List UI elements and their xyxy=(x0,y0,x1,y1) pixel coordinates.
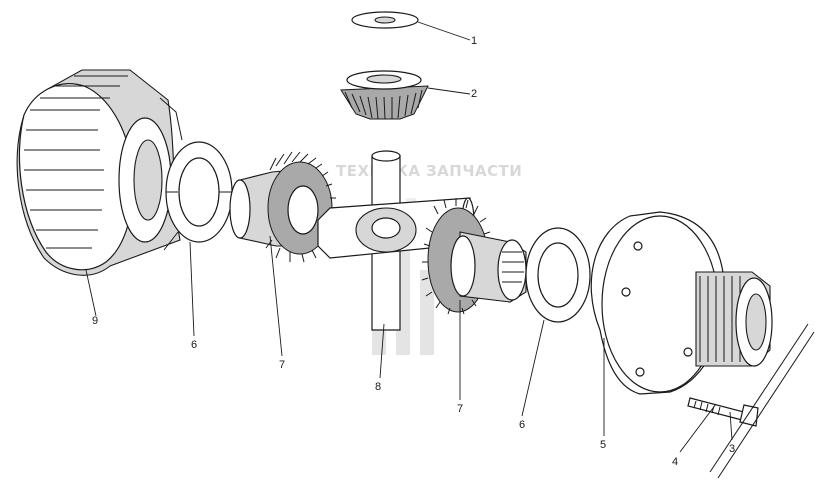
callout-3: 3 xyxy=(729,443,735,455)
callout-6-left: 6 xyxy=(191,339,197,351)
part-1-thrust-washer xyxy=(351,11,419,29)
leader-6a xyxy=(189,241,195,337)
part-9-ring-gear xyxy=(16,69,183,276)
callout-1: 1 xyxy=(471,35,477,47)
leader-2 xyxy=(427,87,471,95)
leader-1 xyxy=(417,21,471,41)
part-7-side-gear-left xyxy=(229,151,337,263)
part-2-pinion-gear xyxy=(340,70,429,120)
watermark-brand-right: ЗАПЧАСТИ xyxy=(426,162,522,180)
callout-7-left: 7 xyxy=(279,359,285,371)
callouts: 1 2 3 4 5 6 6 7 7 8 9 xyxy=(92,35,735,468)
part-7-side-gear-right xyxy=(421,198,527,315)
part-3-lock-plate xyxy=(709,323,815,479)
leader-8 xyxy=(379,323,385,379)
callout-9: 9 xyxy=(92,315,98,327)
leader-6b xyxy=(521,319,545,417)
callout-5: 5 xyxy=(600,439,606,451)
callout-7-right: 7 xyxy=(457,403,463,415)
part-4-bolt xyxy=(687,397,759,427)
callout-4: 4 xyxy=(672,456,678,468)
leader-7a xyxy=(269,235,283,357)
leader-lines xyxy=(85,21,733,453)
callout-8: 8 xyxy=(375,381,381,393)
part-5-case-half xyxy=(590,211,773,395)
part-6-thrust-washer-left xyxy=(165,141,233,243)
leader-3 xyxy=(729,411,733,441)
leader-9 xyxy=(85,269,97,317)
part-6-thrust-washer-right xyxy=(525,227,591,323)
callout-2: 2 xyxy=(471,88,477,100)
callout-6-right: 6 xyxy=(519,419,525,431)
leader-4 xyxy=(679,403,717,453)
